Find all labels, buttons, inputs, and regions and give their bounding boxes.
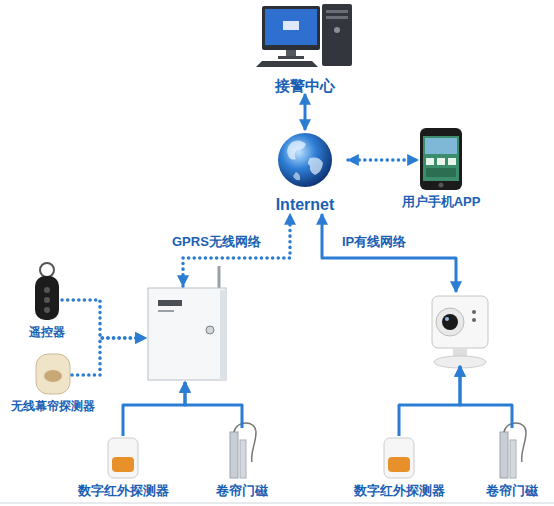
screen-logo (283, 21, 299, 30)
ir-led (472, 318, 476, 322)
remote-button (44, 287, 50, 293)
screen-bar (426, 168, 456, 177)
door-contact-node: 卷帘门磁 (226, 428, 258, 480)
computer-illustration (256, 4, 352, 67)
key-ring (40, 263, 54, 277)
node-label: 无线幕帘探测器 (11, 400, 95, 414)
monitor-stand (286, 50, 296, 56)
drive-bay (326, 10, 348, 13)
detector-window (388, 457, 410, 472)
phone-screen (423, 136, 459, 181)
contact-switch (240, 440, 246, 478)
contact-wire (504, 423, 526, 462)
door-contact-illustration (230, 423, 256, 478)
panel-display (158, 300, 182, 306)
monitor-base (278, 56, 304, 59)
contact-switch (510, 440, 516, 478)
wired-link (123, 382, 185, 436)
app-icon (448, 158, 456, 165)
detector-window (112, 457, 134, 472)
node-label: 卷帘门磁 (216, 484, 268, 499)
contact-magnet (500, 432, 508, 478)
camera-lens-ring (436, 308, 464, 336)
monitor-bezel (262, 6, 320, 50)
detector-body (108, 438, 138, 478)
globe-continent (293, 172, 300, 180)
camera-base (434, 356, 486, 368)
node-label: 数字红外探测器 (78, 484, 169, 499)
wireless-link (348, 158, 418, 162)
phone-app-node: 用户手机APP (418, 127, 464, 191)
detector-lens (44, 370, 62, 382)
panel-cabinet (148, 288, 226, 380)
wired-link (399, 366, 460, 436)
contact-wire (234, 423, 256, 462)
node-label: Internet (262, 196, 348, 214)
wireless-link (72, 338, 146, 375)
alarm-panel-node (146, 286, 228, 382)
node-label: 遥控器 (29, 326, 65, 340)
wired-link (304, 94, 307, 130)
app-icon (437, 158, 445, 165)
wired-link (185, 382, 242, 428)
power-button (334, 27, 340, 33)
lens-glint (445, 317, 449, 321)
panel-side (220, 290, 226, 380)
remote-node: 遥控器 (32, 262, 62, 322)
globe (278, 133, 332, 187)
screen-image (425, 138, 457, 154)
ir-detector-node: 数字红外探测器 (382, 436, 416, 480)
detector-body (384, 438, 414, 478)
node-label: 卷帘门磁 (486, 484, 538, 499)
alarm-panel-illustration (148, 266, 226, 380)
door-contact-node: 卷帘门磁 (496, 428, 528, 480)
node-label: 数字红外探测器 (354, 484, 445, 499)
camera-lens (442, 314, 458, 330)
internet-node: Internet (262, 130, 348, 214)
ip-camera-node (428, 292, 492, 366)
door-contact-illustration (500, 423, 526, 478)
ir-detector-illustration (384, 438, 414, 478)
alarm-center-node: 接警中心 (250, 2, 360, 94)
drive-bay (326, 16, 348, 19)
ir-detector-illustration (108, 438, 138, 478)
globe-illustration (278, 133, 332, 187)
wireless-link (183, 214, 290, 286)
panel-lock (206, 326, 214, 334)
panel-marking (158, 310, 174, 312)
home-button (439, 183, 444, 188)
keyboard (256, 61, 318, 67)
contact-magnet (230, 432, 238, 478)
edge-label: IP有线网络 (342, 233, 406, 251)
app-icon (426, 158, 434, 165)
node-label: 接警中心 (250, 77, 360, 94)
camera-body (432, 296, 488, 348)
bottom-rule (0, 503, 554, 504)
antenna (218, 266, 221, 290)
wired-link (460, 366, 512, 428)
camera-illustration (432, 296, 488, 368)
wireless-link (62, 300, 146, 338)
curtain-detector-node: 无线幕帘探测器 (34, 352, 72, 396)
monitor-screen (265, 9, 317, 45)
pc-tower (322, 4, 352, 66)
node-label: 用户手机APP (402, 195, 481, 210)
wired-link (322, 214, 456, 292)
phone-body (420, 128, 462, 190)
ir-detector-node: 数字红外探测器 (106, 436, 140, 480)
detector-body (36, 354, 70, 394)
remote-button (44, 307, 50, 313)
remote-illustration (35, 263, 59, 320)
edge-label: GPRS无线网络 (172, 233, 261, 251)
phone-illustration (420, 128, 462, 190)
ir-led (472, 310, 476, 314)
remote-button (44, 297, 50, 303)
globe-continent (308, 158, 323, 175)
curtain-detector-illustration (36, 354, 70, 394)
globe-continent (287, 140, 306, 159)
remote-body (35, 276, 59, 320)
